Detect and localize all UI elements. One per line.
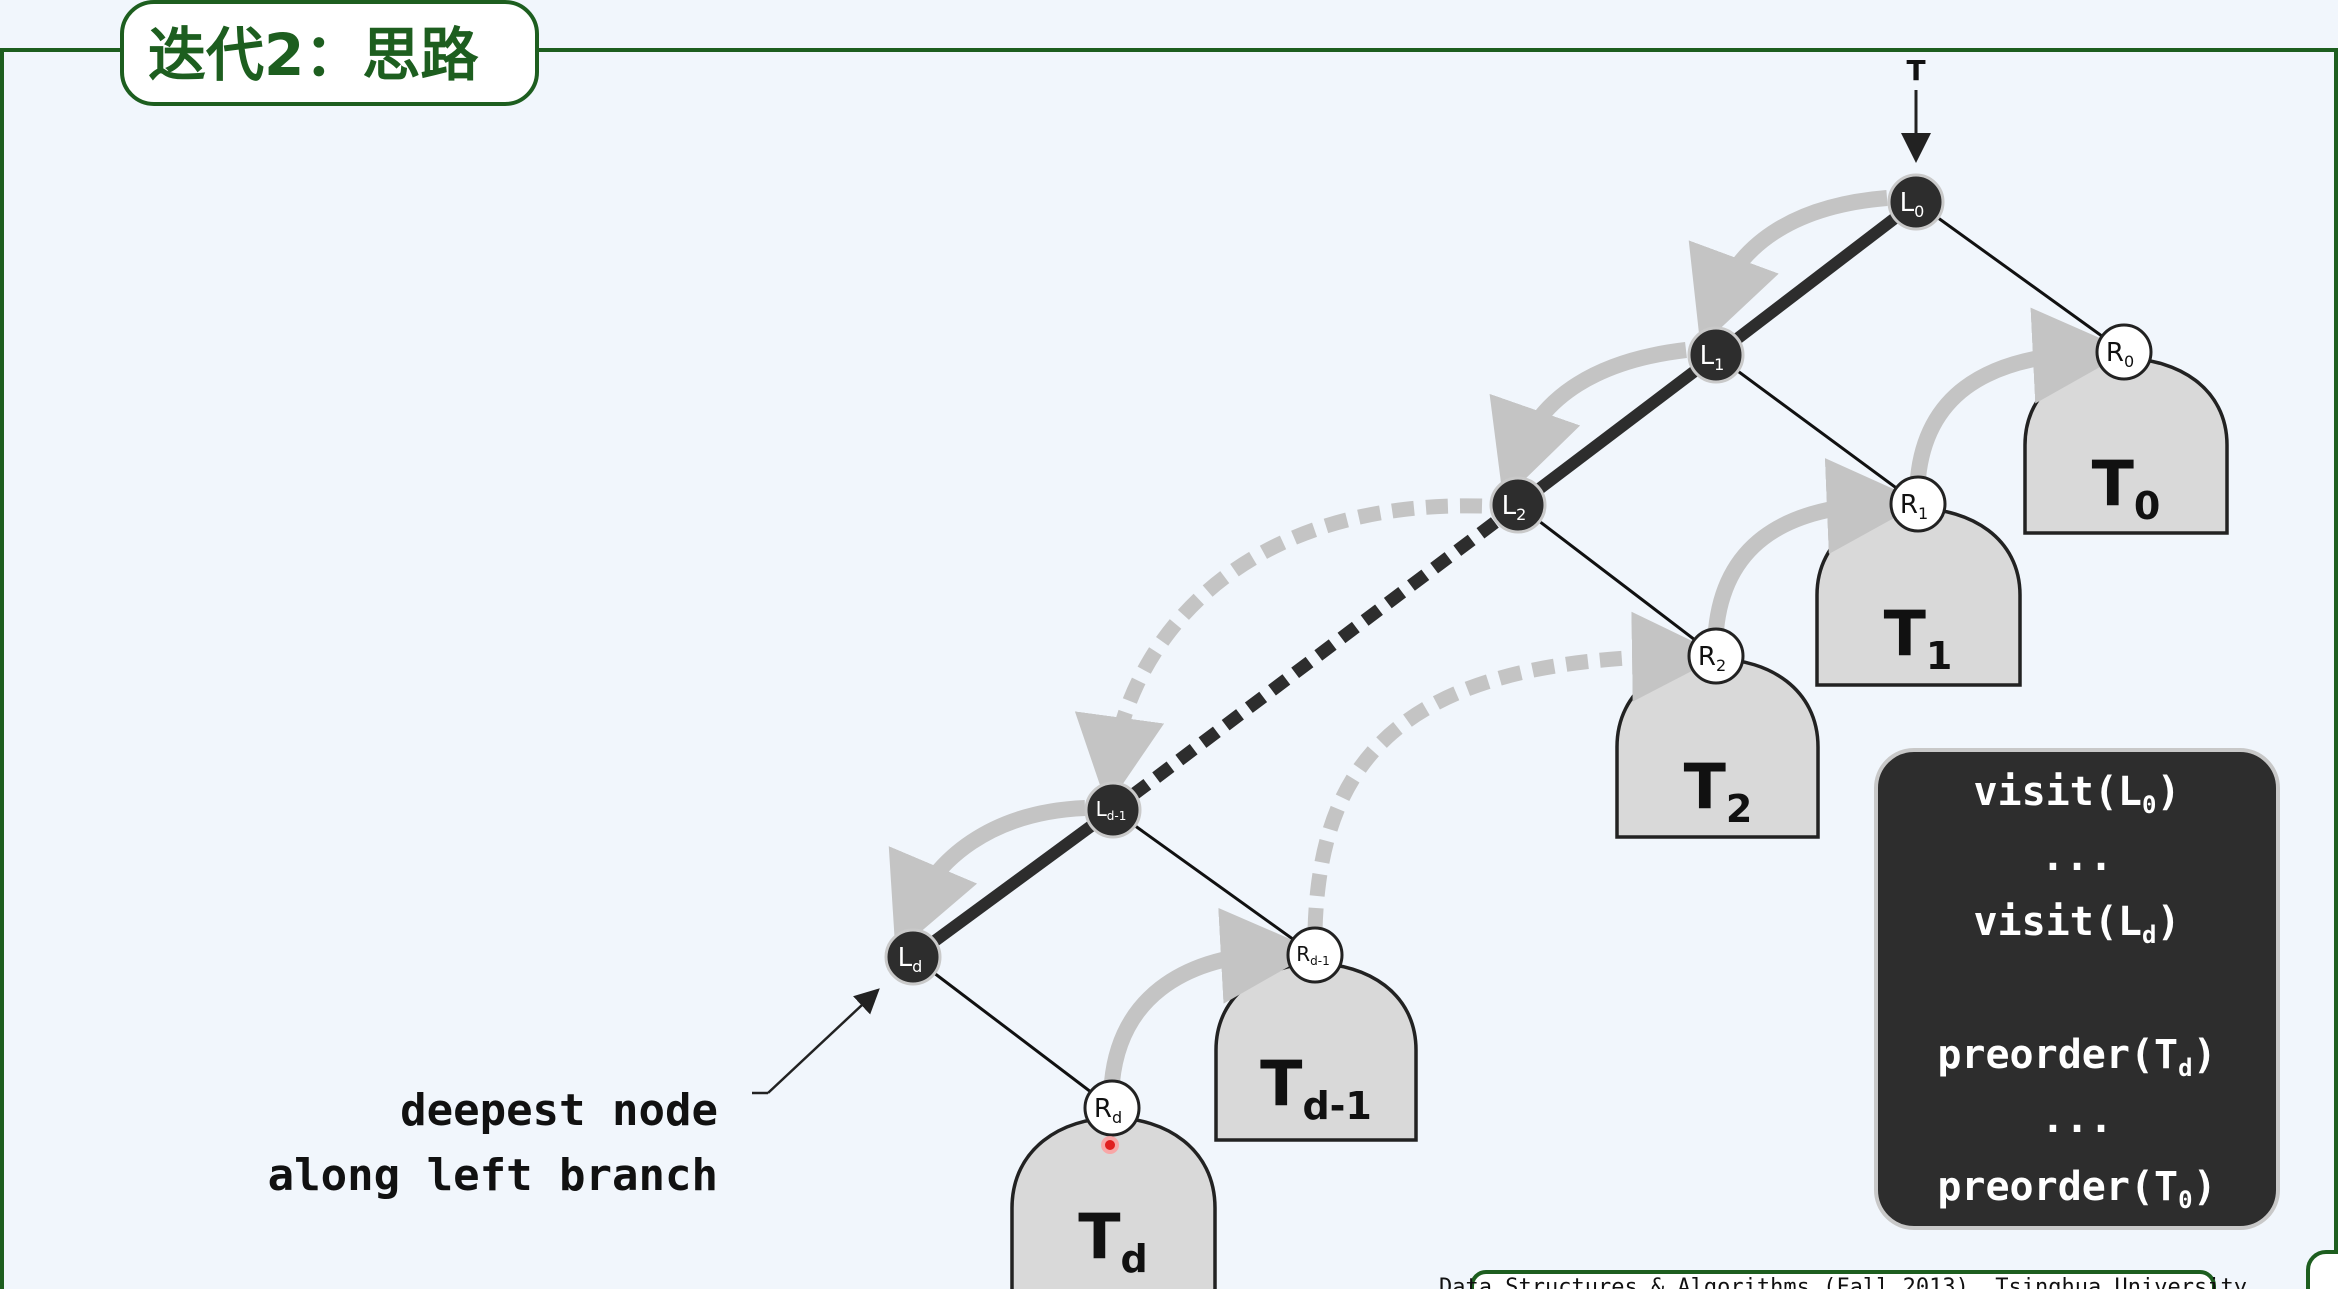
edge-Ld1-Rd1 (1112, 808, 1316, 957)
subtree-label-Td: Td (1078, 1200, 1148, 1281)
root-pointer-label: T (1906, 54, 1925, 87)
node-Ld: Ld (884, 928, 942, 986)
svg-text:Ld-1: Ld-1 (1096, 797, 1127, 823)
svg-text:Rd: Rd (1094, 1094, 1122, 1127)
left-chain (909, 197, 1920, 962)
node-L1: L1 (1687, 326, 1745, 384)
code-line-visit-Ld: visit(Ld) (1973, 899, 2180, 949)
corner-badge (2306, 1250, 2338, 1289)
title-badge: 迭代2：思路 (120, 0, 539, 106)
code-line-preorder-T0: preorder(T0) (1937, 1164, 2216, 1214)
code-line-visit-L0: visit(L0) (1973, 769, 2180, 819)
svg-text:Ld: Ld (898, 943, 923, 976)
chain-L1-L2 (1514, 350, 1720, 510)
arrow-L0-to-L1 (1688, 190, 1888, 348)
code-line-preorder-Td: preorder(Td) (1937, 1032, 2216, 1082)
subtree-labels: T0 T1 T2 Td-1 Td (1078, 447, 2160, 1281)
left-chain-nodes: L0 L1 L2 Ld-1 Ld (884, 173, 1945, 986)
arrow-Rd-to-Rd1 (1104, 907, 1317, 1083)
arrow-L2-to-Ld1 (1074, 498, 1483, 807)
node-Rd: Rd (1083, 1079, 1141, 1137)
node-R0: R0 (2095, 323, 2153, 381)
traversal-arrows (888, 190, 2129, 1083)
node-R1: R1 (1889, 475, 1947, 533)
right-child-nodes: R0 R1 R2 Rd-1 Rd (1083, 323, 2153, 1137)
footer-badge: Data Structures & Algorithms (Fall 2013)… (1439, 1270, 2247, 1289)
code-dots-1: ... (2041, 834, 2113, 880)
subtree-label-Td1: Td-1 (1260, 1047, 1372, 1128)
arrow-R1-to-R0 (1910, 307, 2129, 479)
svg-text:L1: L1 (1700, 341, 1725, 374)
subtree-label-T2: T2 (1684, 750, 1753, 831)
subtree-label-T0: T0 (2092, 447, 2161, 528)
annotation-line-2: along left branch (268, 1150, 718, 1201)
page-title: 迭代2：思路 (148, 21, 479, 89)
edge-L1-R1 (1715, 353, 1919, 506)
arrow-L1-to-L2 (1489, 342, 1687, 501)
subtree-label-T1: T1 (1884, 597, 1953, 678)
node-L2: L2 (1489, 476, 1547, 534)
svg-text:R0: R0 (2106, 338, 2134, 371)
edge-L2-R2 (1517, 503, 1717, 658)
traversal-order-box: visit(L0) ... visit(Ld) preorder(Td) ...… (1874, 748, 2280, 1230)
svg-text:L0: L0 (1900, 188, 1925, 221)
arrow-Ld1-to-Ld (888, 800, 1086, 954)
svg-text:Rd-1: Rd-1 (1296, 942, 1330, 968)
footer-text: Data Structures & Algorithms (Fall 2013)… (1439, 1275, 2247, 1289)
chain-L2-Ld1-dotted (1109, 499, 1522, 816)
node-Rd1: Rd-1 (1286, 926, 1344, 984)
code-dots-2: ... (2041, 1096, 2113, 1142)
root-pointer: T (1901, 54, 1931, 163)
cursor-highlight-dot (1101, 1136, 1119, 1154)
annotation-pointer-line (767, 988, 880, 1094)
arrow-R2-to-R1 (1708, 458, 1923, 631)
edge-L0-R0 (1915, 200, 2125, 354)
deepest-node-annotation: deepest node along left branch (268, 988, 880, 1201)
arrow-Rd1-to-R2 (1307, 611, 1722, 931)
node-L0: L0 (1887, 173, 1945, 231)
chain-L0-L1 (1712, 197, 1920, 360)
svg-text:R2: R2 (1698, 642, 1726, 675)
annotation-line-1: deepest node (400, 1085, 718, 1136)
node-Ld1: Ld-1 (1084, 781, 1142, 839)
node-R2: R2 (1687, 627, 1745, 685)
edge-Ld-Rd (912, 955, 1113, 1110)
svg-text:L2: L2 (1502, 491, 1527, 524)
chain-Ld1-Ld (909, 805, 1117, 962)
svg-text:R1: R1 (1900, 490, 1928, 523)
